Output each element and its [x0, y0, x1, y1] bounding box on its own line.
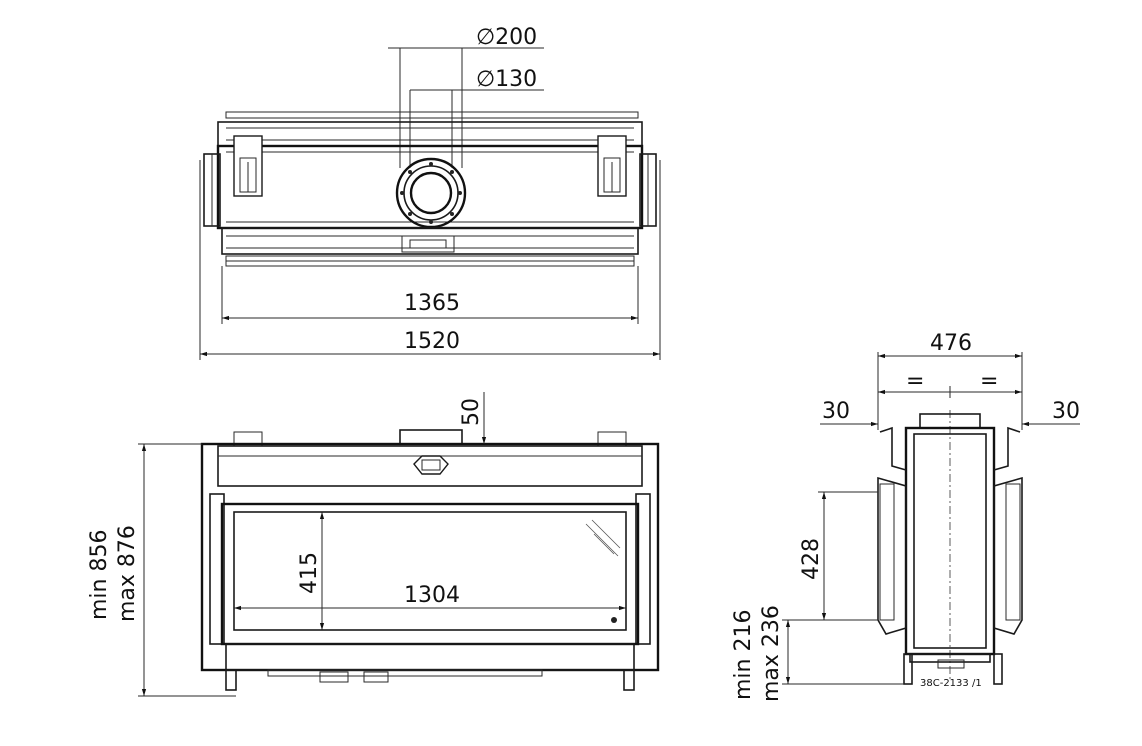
glass-pane — [233, 511, 627, 631]
front-left-foot — [225, 669, 237, 691]
side-base — [909, 653, 991, 663]
dim-476-label: 476 — [930, 331, 972, 356]
top-front-band — [221, 227, 639, 255]
side-right-panel — [993, 476, 1023, 635]
top-view: ∅200 ∅130 — [199, 25, 661, 360]
glass-frame — [220, 502, 640, 646]
side-left-foot — [903, 653, 913, 685]
drawing-code: 38C-2133 /1 — [920, 678, 982, 689]
dim-1365-label: 1365 — [404, 291, 460, 316]
offset-right-label: 30 — [1052, 399, 1080, 424]
side-right-foot — [993, 653, 1003, 685]
flue-outer-diameter-label: ∅200 — [476, 25, 537, 50]
dim-415-label: 415 — [297, 552, 322, 594]
dim-50-label: 50 — [459, 398, 484, 426]
top-rear-frame — [217, 121, 643, 147]
front-right-side-panel — [635, 493, 651, 645]
side-left-panel — [877, 476, 907, 635]
control-left — [319, 671, 349, 683]
base-min-label: min 216 — [731, 610, 756, 700]
dim-1520-label: 1520 — [404, 329, 460, 354]
height-max-label: max 876 — [115, 525, 140, 622]
front-right-foot — [623, 669, 635, 691]
top-trim — [225, 111, 639, 119]
base-max-label: max 236 — [759, 605, 784, 702]
equal-left-label: = — [906, 369, 924, 394]
front-lower-panel — [225, 643, 635, 671]
front-flue-stub — [399, 429, 463, 445]
flue-bolts — [400, 162, 462, 224]
flue-inner-diameter-label: ∅130 — [476, 67, 537, 92]
dim-1304-label: 1304 — [404, 583, 460, 608]
equal-right-label: = — [980, 369, 998, 394]
side-view: 476 = = 30 30 428 — [731, 331, 1080, 702]
flue-inner-ring — [409, 171, 453, 215]
logo-badge — [413, 455, 449, 475]
front-view: 50 415 1304 min 856 max 876 — [87, 392, 660, 697]
offset-left-label: 30 — [822, 399, 850, 424]
control-right — [363, 671, 389, 683]
front-left-side-panel — [209, 493, 225, 645]
glass-reflection — [585, 519, 621, 557]
side-left-bracket — [879, 426, 907, 471]
front-header — [217, 445, 643, 487]
flue-outer-ring — [395, 157, 467, 229]
dim-428-label: 428 — [799, 538, 824, 580]
height-min-label: min 856 — [87, 530, 112, 620]
side-right-bracket — [993, 426, 1021, 471]
front-outer-frame — [200, 442, 660, 672]
